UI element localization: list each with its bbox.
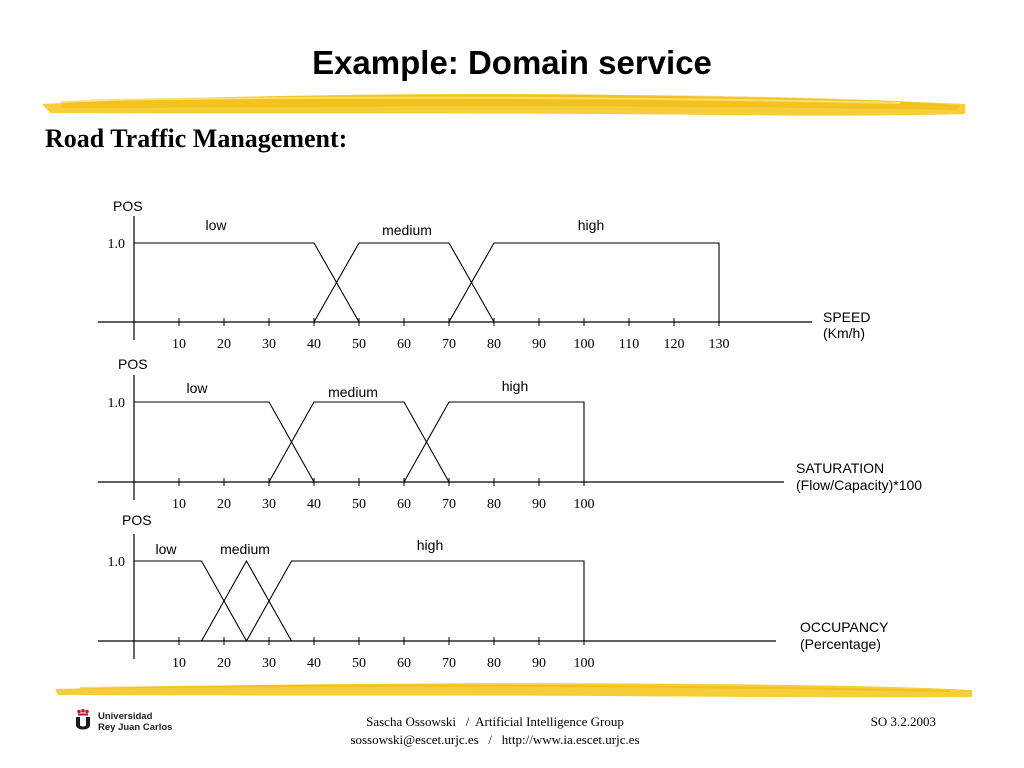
x-tick-label: 30 bbox=[262, 656, 276, 671]
x-tick-label: 110 bbox=[619, 337, 639, 352]
x-tick-label: 60 bbox=[397, 656, 411, 671]
y-tick-label: 1.0 bbox=[108, 237, 126, 252]
occupancy-diagram: POS 1.0 10 20 30 40 50 60 70 80 90 100 OCCUPANCY(Per… bbox=[98, 512, 889, 671]
slide-title: Example: Domain service bbox=[312, 44, 712, 81]
x-tick-label: 10 bbox=[172, 337, 186, 352]
x-axis-unit-label: (Percentage) bbox=[800, 636, 881, 652]
y-tick-label: 1.0 bbox=[108, 396, 126, 411]
x-tick-label: 50 bbox=[352, 497, 366, 512]
slide-subtitle: Road Traffic Management: bbox=[45, 124, 348, 153]
x-tick-label: 80 bbox=[487, 337, 501, 352]
x-tick-label: 60 bbox=[397, 497, 411, 512]
x-tick-label: 20 bbox=[217, 497, 231, 512]
x-axis-unit-label: (Flow/Capacity)*100 bbox=[796, 477, 922, 493]
set-label-high: high bbox=[502, 378, 528, 394]
set-label-medium: medium bbox=[220, 541, 270, 557]
bottom-highlighter-stroke bbox=[55, 683, 972, 698]
x-tick-label: 40 bbox=[307, 337, 321, 352]
x-tick-label: 120 bbox=[664, 337, 685, 352]
membership-curve-medium bbox=[201, 559, 292, 642]
set-label-medium: medium bbox=[382, 222, 432, 238]
speed-diagram: POS 1.0 10 20 30 40 50 60 70 80 90 100 110 120 130 SPEE… bbox=[98, 198, 870, 352]
x-tick-label: 70 bbox=[442, 497, 456, 512]
university-name-line2: Rey Juan Carlos bbox=[98, 722, 173, 733]
set-label-high: high bbox=[417, 537, 443, 553]
university-crest-icon bbox=[76, 709, 90, 730]
x-tick-label: 40 bbox=[307, 656, 321, 671]
x-tick-label: 20 bbox=[217, 337, 231, 352]
x-axis-label: SATURATION bbox=[796, 460, 884, 476]
top-highlighter-stroke bbox=[42, 94, 965, 116]
x-tick-label: 10 bbox=[172, 497, 186, 512]
footer-contact: sossowski@escet.urjc.es / http://www.ia.… bbox=[350, 732, 640, 747]
university-name: Universidad Rey Juan Carlos bbox=[98, 711, 172, 733]
set-label-low: low bbox=[155, 541, 177, 557]
membership-curve-high bbox=[448, 242, 720, 323]
x-tick-label: 90 bbox=[532, 337, 546, 352]
footer-date: SO 3.2.2003 bbox=[870, 714, 936, 729]
membership-curve-medium bbox=[268, 401, 450, 483]
x-tick-label: 90 bbox=[532, 656, 546, 671]
x-tick-label: 90 bbox=[532, 497, 546, 512]
x-tick-label: 10 bbox=[172, 656, 186, 671]
x-tick-label: 100 bbox=[574, 497, 595, 512]
x-tick-label: 100 bbox=[574, 337, 595, 352]
membership-curve-medium bbox=[313, 242, 495, 323]
y-axis-label: POS bbox=[118, 356, 148, 372]
y-axis-label: POS bbox=[113, 198, 143, 214]
x-tick-label: 70 bbox=[442, 656, 456, 671]
membership-curve-low bbox=[134, 560, 247, 642]
set-label-high: high bbox=[578, 217, 604, 233]
membership-curve-low bbox=[134, 242, 360, 323]
x-axis-label: OCCUPANCY bbox=[800, 619, 889, 635]
x-tick-label: 130 bbox=[709, 337, 730, 352]
x-tick-label: 80 bbox=[487, 656, 501, 671]
set-label-low: low bbox=[186, 380, 208, 396]
x-tick-label: 20 bbox=[217, 656, 231, 671]
x-tick-label: 50 bbox=[352, 337, 366, 352]
x-axis-unit-label: (Km/h) bbox=[823, 325, 865, 341]
x-tick-label: 80 bbox=[487, 497, 501, 512]
x-axis-label: SPEED bbox=[823, 309, 870, 325]
y-axis-label: POS bbox=[122, 512, 152, 528]
x-tick-label: 50 bbox=[352, 656, 366, 671]
x-tick-label: 70 bbox=[442, 337, 456, 352]
x-tick-label: 100 bbox=[574, 656, 595, 671]
x-tick-label: 60 bbox=[397, 337, 411, 352]
university-name-line1: Universidad bbox=[98, 711, 153, 722]
x-tick-label: 30 bbox=[262, 337, 276, 352]
set-label-low: low bbox=[205, 217, 227, 233]
saturation-diagram: POS 1.0 10 20 30 40 50 60 70 80 90 100 SATURATION(Fl… bbox=[98, 356, 922, 512]
set-label-medium: medium bbox=[328, 384, 378, 400]
membership-curve-high bbox=[403, 401, 585, 483]
x-tick-label: 30 bbox=[262, 497, 276, 512]
y-tick-label: 1.0 bbox=[108, 555, 126, 570]
membership-curve-high bbox=[246, 560, 585, 642]
membership-curve-low bbox=[134, 401, 315, 483]
university-logo: Universidad Rey Juan Carlos bbox=[74, 697, 194, 741]
x-tick-label: 40 bbox=[307, 497, 321, 512]
footer-author: Sascha Ossowski / Artificial Intelligenc… bbox=[366, 714, 624, 729]
